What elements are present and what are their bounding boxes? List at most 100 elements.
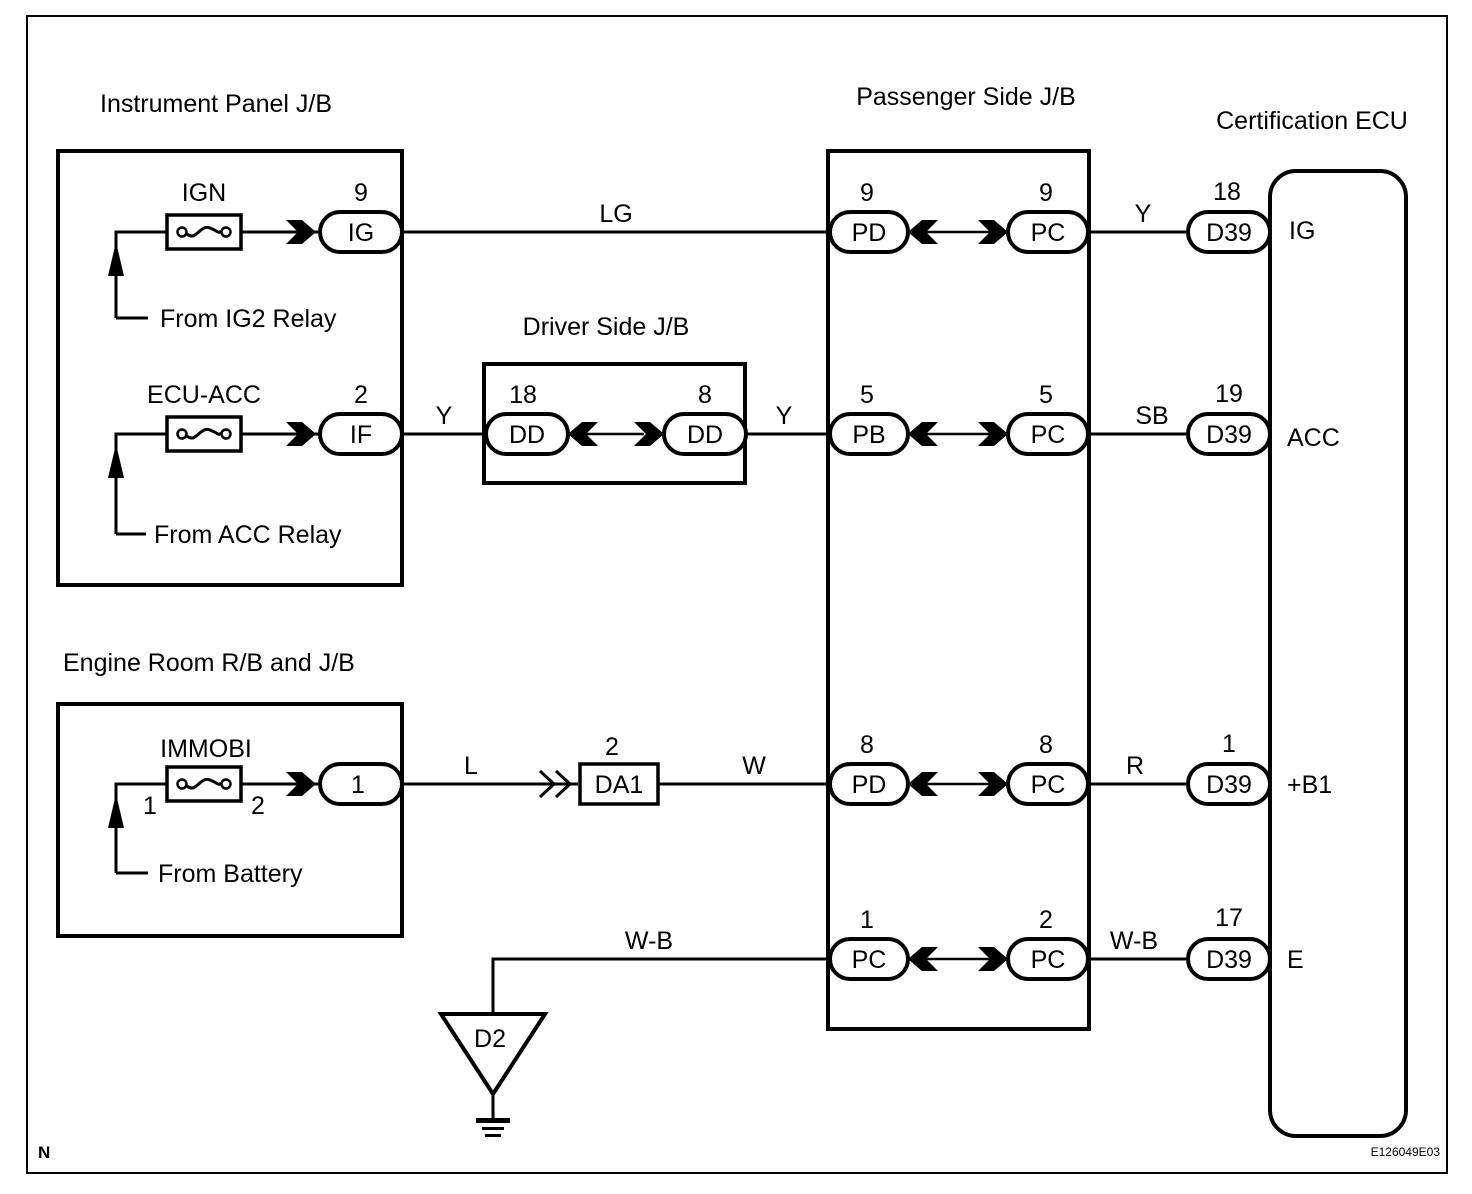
wire-b1-r-label: R: [1126, 752, 1144, 780]
connector-pc1-pin: 1: [860, 906, 874, 934]
ecu-terminal-e: E: [1287, 946, 1304, 974]
certification-ecu-box: [1268, 169, 1408, 1138]
connector-pc9-name: PC: [1031, 219, 1066, 247]
connector-pd9-pin: 9: [860, 179, 874, 207]
fuse-immobi-pin-out: 2: [251, 792, 265, 820]
engine-room-title: Engine Room R/B and J/B: [63, 649, 355, 677]
outer-frame: [26, 15, 1448, 1174]
engine-room-rb-jb: Engine Room R/B and J/B IMMOBI 1 2 From …: [56, 649, 404, 938]
connector-pd8-pin: 8: [860, 731, 874, 759]
wire-ground-wb: [491, 957, 830, 1013]
ecu-connector-name: D39: [1206, 771, 1252, 799]
connector-pb5-pin: 5: [860, 381, 874, 409]
fuse-ign-label: IGN: [182, 179, 226, 207]
ground-d2: W-B D2: [437, 927, 830, 1137]
ground-point-icon: [437, 1012, 549, 1098]
driver-side-jb-title: Driver Side J/B: [523, 313, 690, 341]
connector-dd8-pin: 8: [698, 381, 712, 409]
figure-id: E126049E03: [1371, 1145, 1441, 1159]
driver-side-jb: Driver Side J/B Y DD 18 DD 8 Y: [402, 313, 830, 485]
ign-circuit: IGN From IG2 Relay IG 9: [108, 179, 404, 333]
ecu-connector-pin: 18: [1213, 178, 1241, 206]
fuse-ecu-acc-label: ECU-ACC: [147, 381, 261, 409]
ecu-connector-name: D39: [1206, 219, 1252, 247]
wire-e-wb-label: W-B: [1110, 927, 1158, 955]
wire-ig-y-label: Y: [1135, 200, 1152, 228]
wire-acc-y2-label: Y: [776, 402, 793, 430]
connector-pc8-pin: 8: [1039, 731, 1053, 759]
arrow-up-icon: [108, 794, 124, 828]
fuse-immobi-pin-in: 1: [143, 792, 157, 820]
ecu-connector-d39-1: [1186, 762, 1272, 806]
connector-dd18-name: DD: [509, 421, 545, 449]
connector-pc8-name: PC: [1031, 771, 1066, 799]
passenger-side-jb-box: [826, 149, 1091, 1031]
passenger-row-b1: PD 8 PC 8: [828, 731, 1090, 806]
certification-ecu-title: Certification ECU: [1216, 107, 1408, 135]
connector-if-name: IF: [350, 421, 372, 449]
connector-pc5-pin: 5: [1039, 381, 1053, 409]
junction-arrow-icon: [538, 769, 573, 799]
arrow-up-icon: [108, 444, 124, 478]
fuse-icon: [165, 213, 243, 251]
ecu-connector-pin: 17: [1215, 904, 1243, 932]
connector-pd8-name: PD: [852, 771, 887, 799]
battery-feed-wire: [114, 782, 320, 873]
connector-pc2-pin: 2: [1039, 906, 1053, 934]
passenger-side-jb: Passenger Side J/B PD 9 PC 9 PB 5 PC 5: [826, 83, 1091, 1031]
passenger-row-ig: PD 9 PC 9: [828, 179, 1090, 254]
ground-d2-name: D2: [474, 1025, 506, 1053]
connector-dd8-name: DD: [687, 421, 723, 449]
ecu-terminal-acc: ACC: [1287, 424, 1340, 452]
instrument-panel-jb-title: Instrument Panel J/B: [100, 90, 332, 118]
wire-l-label: L: [464, 752, 478, 780]
passenger-row-e: PC 1 PC 2: [828, 906, 1090, 981]
ecu-connector-d39-17: [1186, 937, 1272, 981]
connector-pb5-name: PB: [852, 421, 885, 449]
ecu-connector-name: D39: [1206, 421, 1252, 449]
ecu-connector-d39-19: [1186, 412, 1272, 456]
ecu-connector-pin: 19: [1215, 380, 1243, 408]
connector-ig-name: IG: [348, 219, 374, 247]
ecu-connector-d39-18: [1186, 210, 1272, 254]
ground-symbol-icon: [476, 1118, 510, 1137]
connector-1-name: 1: [351, 771, 365, 799]
ecu-acc-circuit: ECU-ACC From ACC Relay IF 2: [108, 381, 404, 549]
corner-mark: N: [38, 1143, 50, 1162]
instrument-panel-jb-box: [56, 149, 404, 587]
ecu-terminal-ig: IG: [1289, 217, 1315, 245]
connector-pc1-name: PC: [852, 946, 887, 974]
ecu-connector-name: D39: [1206, 946, 1252, 974]
acc-feed-wire: [114, 432, 320, 534]
instrument-panel-jb: Instrument Panel J/B IGN From IG2 Relay …: [56, 90, 404, 587]
fuse-immobi-label: IMMOBI: [160, 735, 252, 763]
certification-ecu: Certification ECU D39 18 IG D39 19 ACC D…: [1186, 107, 1408, 1138]
fuse-icon: [165, 765, 243, 803]
connector-pc5-name: PC: [1031, 421, 1066, 449]
wire-w-label: W: [742, 752, 766, 780]
battery-source-label: From Battery: [158, 860, 303, 888]
wire-ground-wb-label: W-B: [625, 927, 673, 955]
junction-da1-pin: 2: [605, 733, 619, 761]
wire-lg-label: LG: [599, 200, 632, 228]
wire-acc-y1-label: Y: [436, 402, 453, 430]
wire-acc-sb-label: SB: [1135, 402, 1168, 430]
passenger-row-acc: PB 5 PC 5: [828, 381, 1090, 456]
junction-da1-box: [578, 762, 660, 806]
connector-dd18-pin: 18: [509, 381, 537, 409]
ecu-terminal-b1: +B1: [1287, 771, 1332, 799]
ign-source-label: From IG2 Relay: [160, 305, 337, 333]
ign-feed-wire: [114, 230, 320, 318]
arrow-up-icon: [108, 242, 124, 276]
ecu-connector-pin: 1: [1222, 730, 1236, 758]
connector-if-pin: 2: [354, 381, 368, 409]
engine-room-box: [56, 702, 404, 938]
fuse-icon: [165, 415, 243, 453]
junction-da1-name: DA1: [595, 771, 644, 799]
connector-pc2-name: PC: [1031, 946, 1066, 974]
connector-ig-pin: 9: [354, 179, 368, 207]
acc-source-label: From ACC Relay: [154, 521, 342, 549]
connector-pc9-pin: 9: [1039, 179, 1053, 207]
passenger-side-jb-title: Passenger Side J/B: [856, 83, 1076, 111]
